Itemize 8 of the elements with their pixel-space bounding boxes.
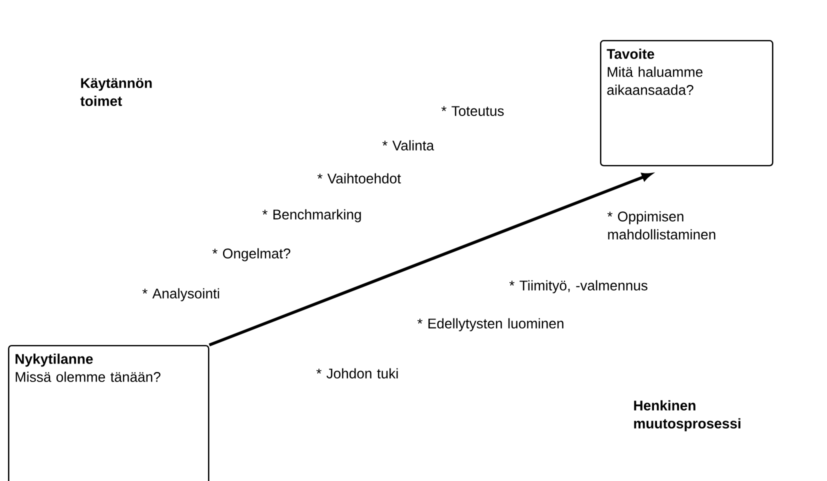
bullet-item: * Toteutus bbox=[441, 106, 504, 116]
bullet-item: * Johdon tuki bbox=[316, 368, 398, 378]
text-box: Nykytilanne Missä olemme tänään? bbox=[8, 345, 210, 481]
heading-label: Henkinen muutosprosessi bbox=[634, 400, 740, 432]
heading-label: Käytännön toimet bbox=[80, 78, 152, 106]
bullet-item: * Valinta bbox=[382, 140, 434, 150]
text-box: Tavoite Mitä haluamme aikaansaada? bbox=[600, 40, 774, 166]
bullet-item: * Analysointi bbox=[142, 288, 220, 302]
